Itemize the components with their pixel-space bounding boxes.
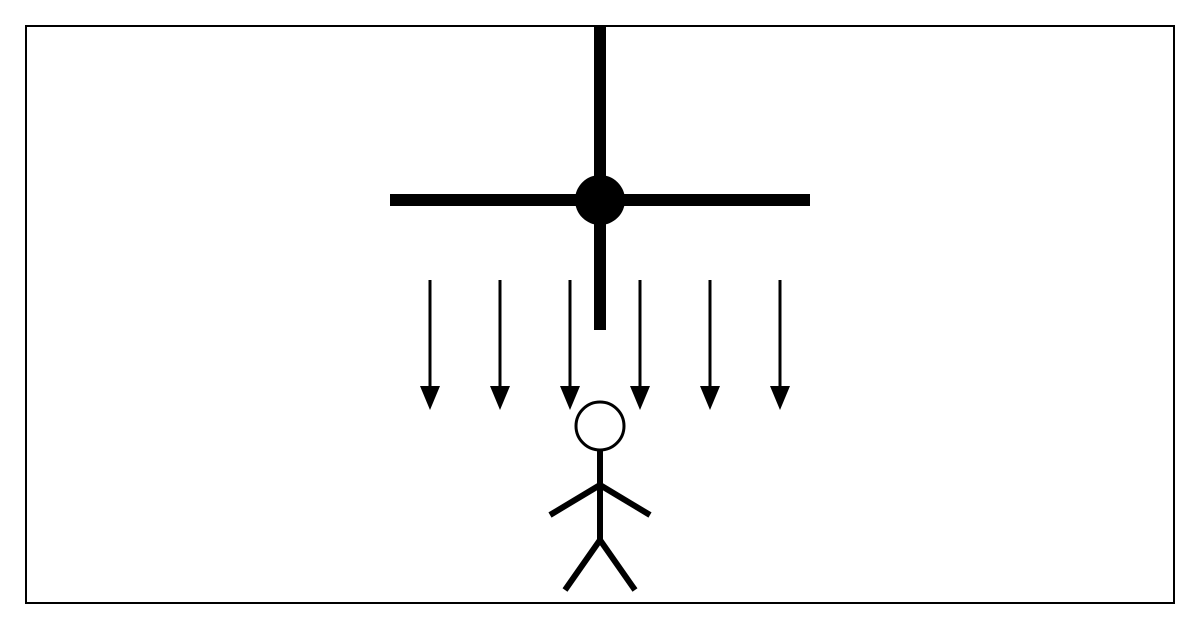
person-right-arm	[598, 482, 652, 518]
person-icon	[548, 400, 652, 592]
airflow-arrows	[420, 280, 790, 410]
airflow-arrowhead-3	[560, 386, 580, 410]
ceiling-fan-icon	[390, 27, 810, 330]
person-right-leg	[597, 538, 638, 592]
person-left-arm	[548, 482, 602, 518]
airflow-arrowhead-4	[630, 386, 650, 410]
airflow-arrowhead-2	[490, 386, 510, 410]
person-head	[574, 400, 626, 452]
airflow-arrowhead-6	[770, 386, 790, 410]
airflow-arrowhead-5	[700, 386, 720, 410]
airflow-arrowhead-1	[420, 386, 440, 410]
person-left-leg	[562, 538, 603, 592]
fan-hub	[575, 175, 625, 225]
